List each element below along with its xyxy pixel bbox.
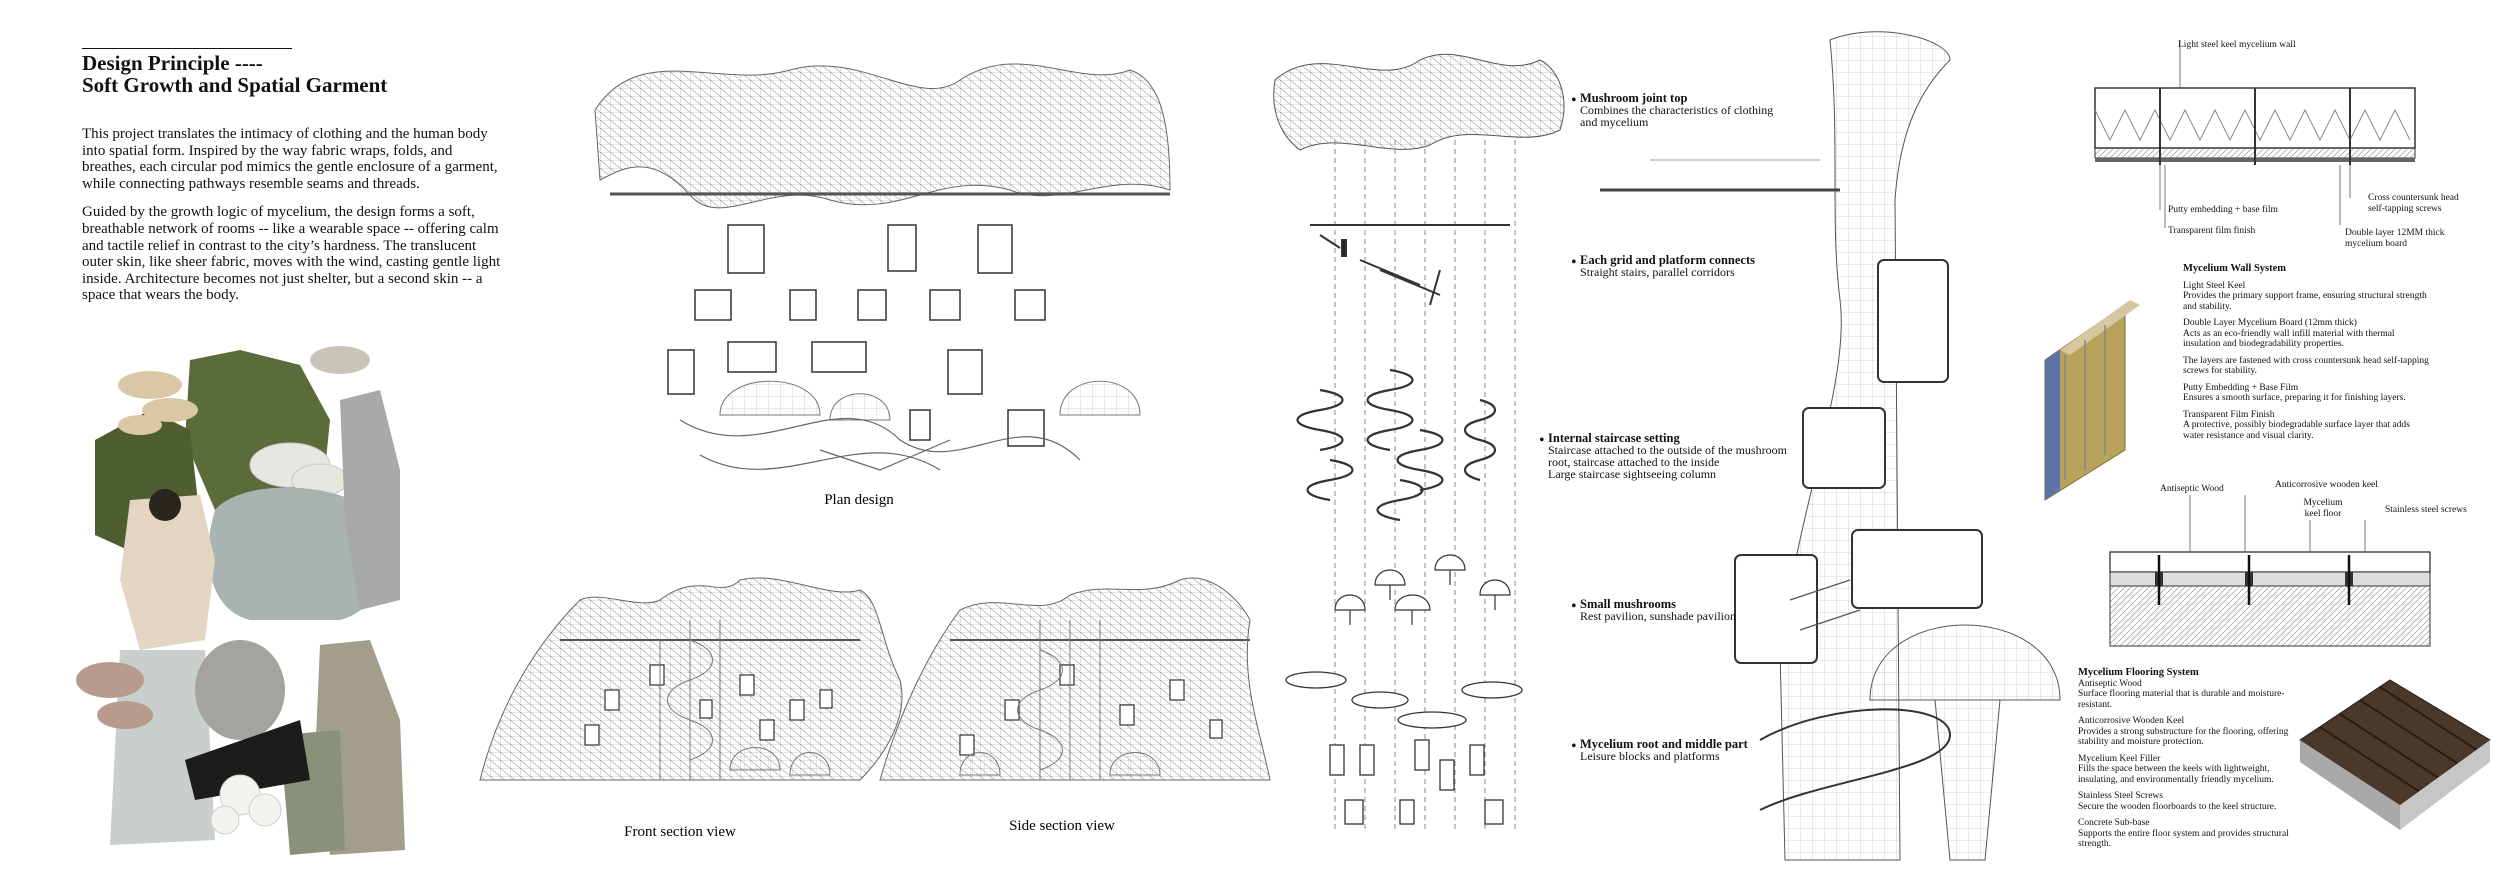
floor-detail-section [2109, 495, 2431, 647]
side-section-drawing [879, 577, 1271, 781]
intro-text: This project translates the intimacy of … [82, 126, 502, 316]
annotation-root: • Mycelium root and middle part Leisure … [1571, 737, 1748, 763]
annotation-grid-platform: • Each grid and platform connects Straig… [1571, 253, 1755, 279]
floor-anticorrosive-label: Anticorrosive wooden keel [2275, 480, 2378, 490]
wall-screws-label: Cross countersunk head self-tapping scre… [2368, 193, 2459, 214]
mycelium-wall-3d [2044, 300, 2140, 501]
wall-detail-section [2094, 40, 2416, 228]
puff-garment [208, 487, 385, 620]
mushroom-tower-elevation [1600, 31, 2061, 861]
title-line-1: Design Principle ---- [82, 51, 263, 75]
wood-floor-3d [2299, 679, 2491, 830]
exploded-axonometric [1273, 53, 1565, 830]
front-section-caption: Front section view [624, 824, 736, 840]
lace-garment [195, 640, 285, 740]
pleated-skirt [110, 650, 215, 845]
wall-system-legend: Mycelium Wall System Light Steel Keel Pr… [2183, 263, 2429, 441]
intro-paragraph-1: This project translates the intimacy of … [82, 126, 498, 192]
annotation-joint-top: • Mushroom joint top Combines the charac… [1571, 91, 1774, 129]
oyster-mushroom [118, 371, 198, 435]
wall-putty-label: Putty embedding + base film [2168, 205, 2278, 215]
side-section-caption: Side section view [1009, 818, 1115, 834]
floor-keel-label: Mycelium keel floor [2303, 498, 2343, 519]
plan-design-drawing [594, 63, 1171, 471]
annotation-staircase: • Internal staircase setting Staircase a… [1539, 431, 1787, 481]
floor-stainless-label: Stainless steel screws [2385, 505, 2467, 515]
white-flowers [210, 774, 282, 835]
plan-caption: Plan design [824, 492, 894, 508]
wall-transparent-label: Transparent film finish [2168, 226, 2256, 236]
title-line-2: Soft Growth and Spatial Garment [82, 73, 388, 97]
wall-top-label: Light steel keel mycelium wall [2178, 40, 2296, 50]
white-mushroom-garment [249, 442, 349, 497]
floor-system-legend: Mycelium Flooring System Antiseptic Wood… [2078, 667, 2289, 849]
black-garment [185, 720, 310, 800]
mushroom-hat [310, 346, 370, 374]
intro-paragraph-2: Guided by the growth logic of mycelium, … [82, 204, 501, 304]
page-title: Design Principle ---- Soft Growth and Sp… [82, 48, 388, 97]
gill-mushrooms [76, 662, 153, 729]
model-head [149, 489, 181, 521]
backless-top [120, 495, 215, 650]
annotation-small-mushrooms: • Small mushrooms Rest pavilion, sunshad… [1571, 597, 1736, 623]
front-section-drawing [479, 577, 903, 781]
floor-antiseptic-label: Antiseptic Wood [2160, 484, 2224, 494]
wall-double-label: Double layer 12MM thick mycelium board [2345, 228, 2445, 249]
grey-dress [340, 390, 400, 610]
